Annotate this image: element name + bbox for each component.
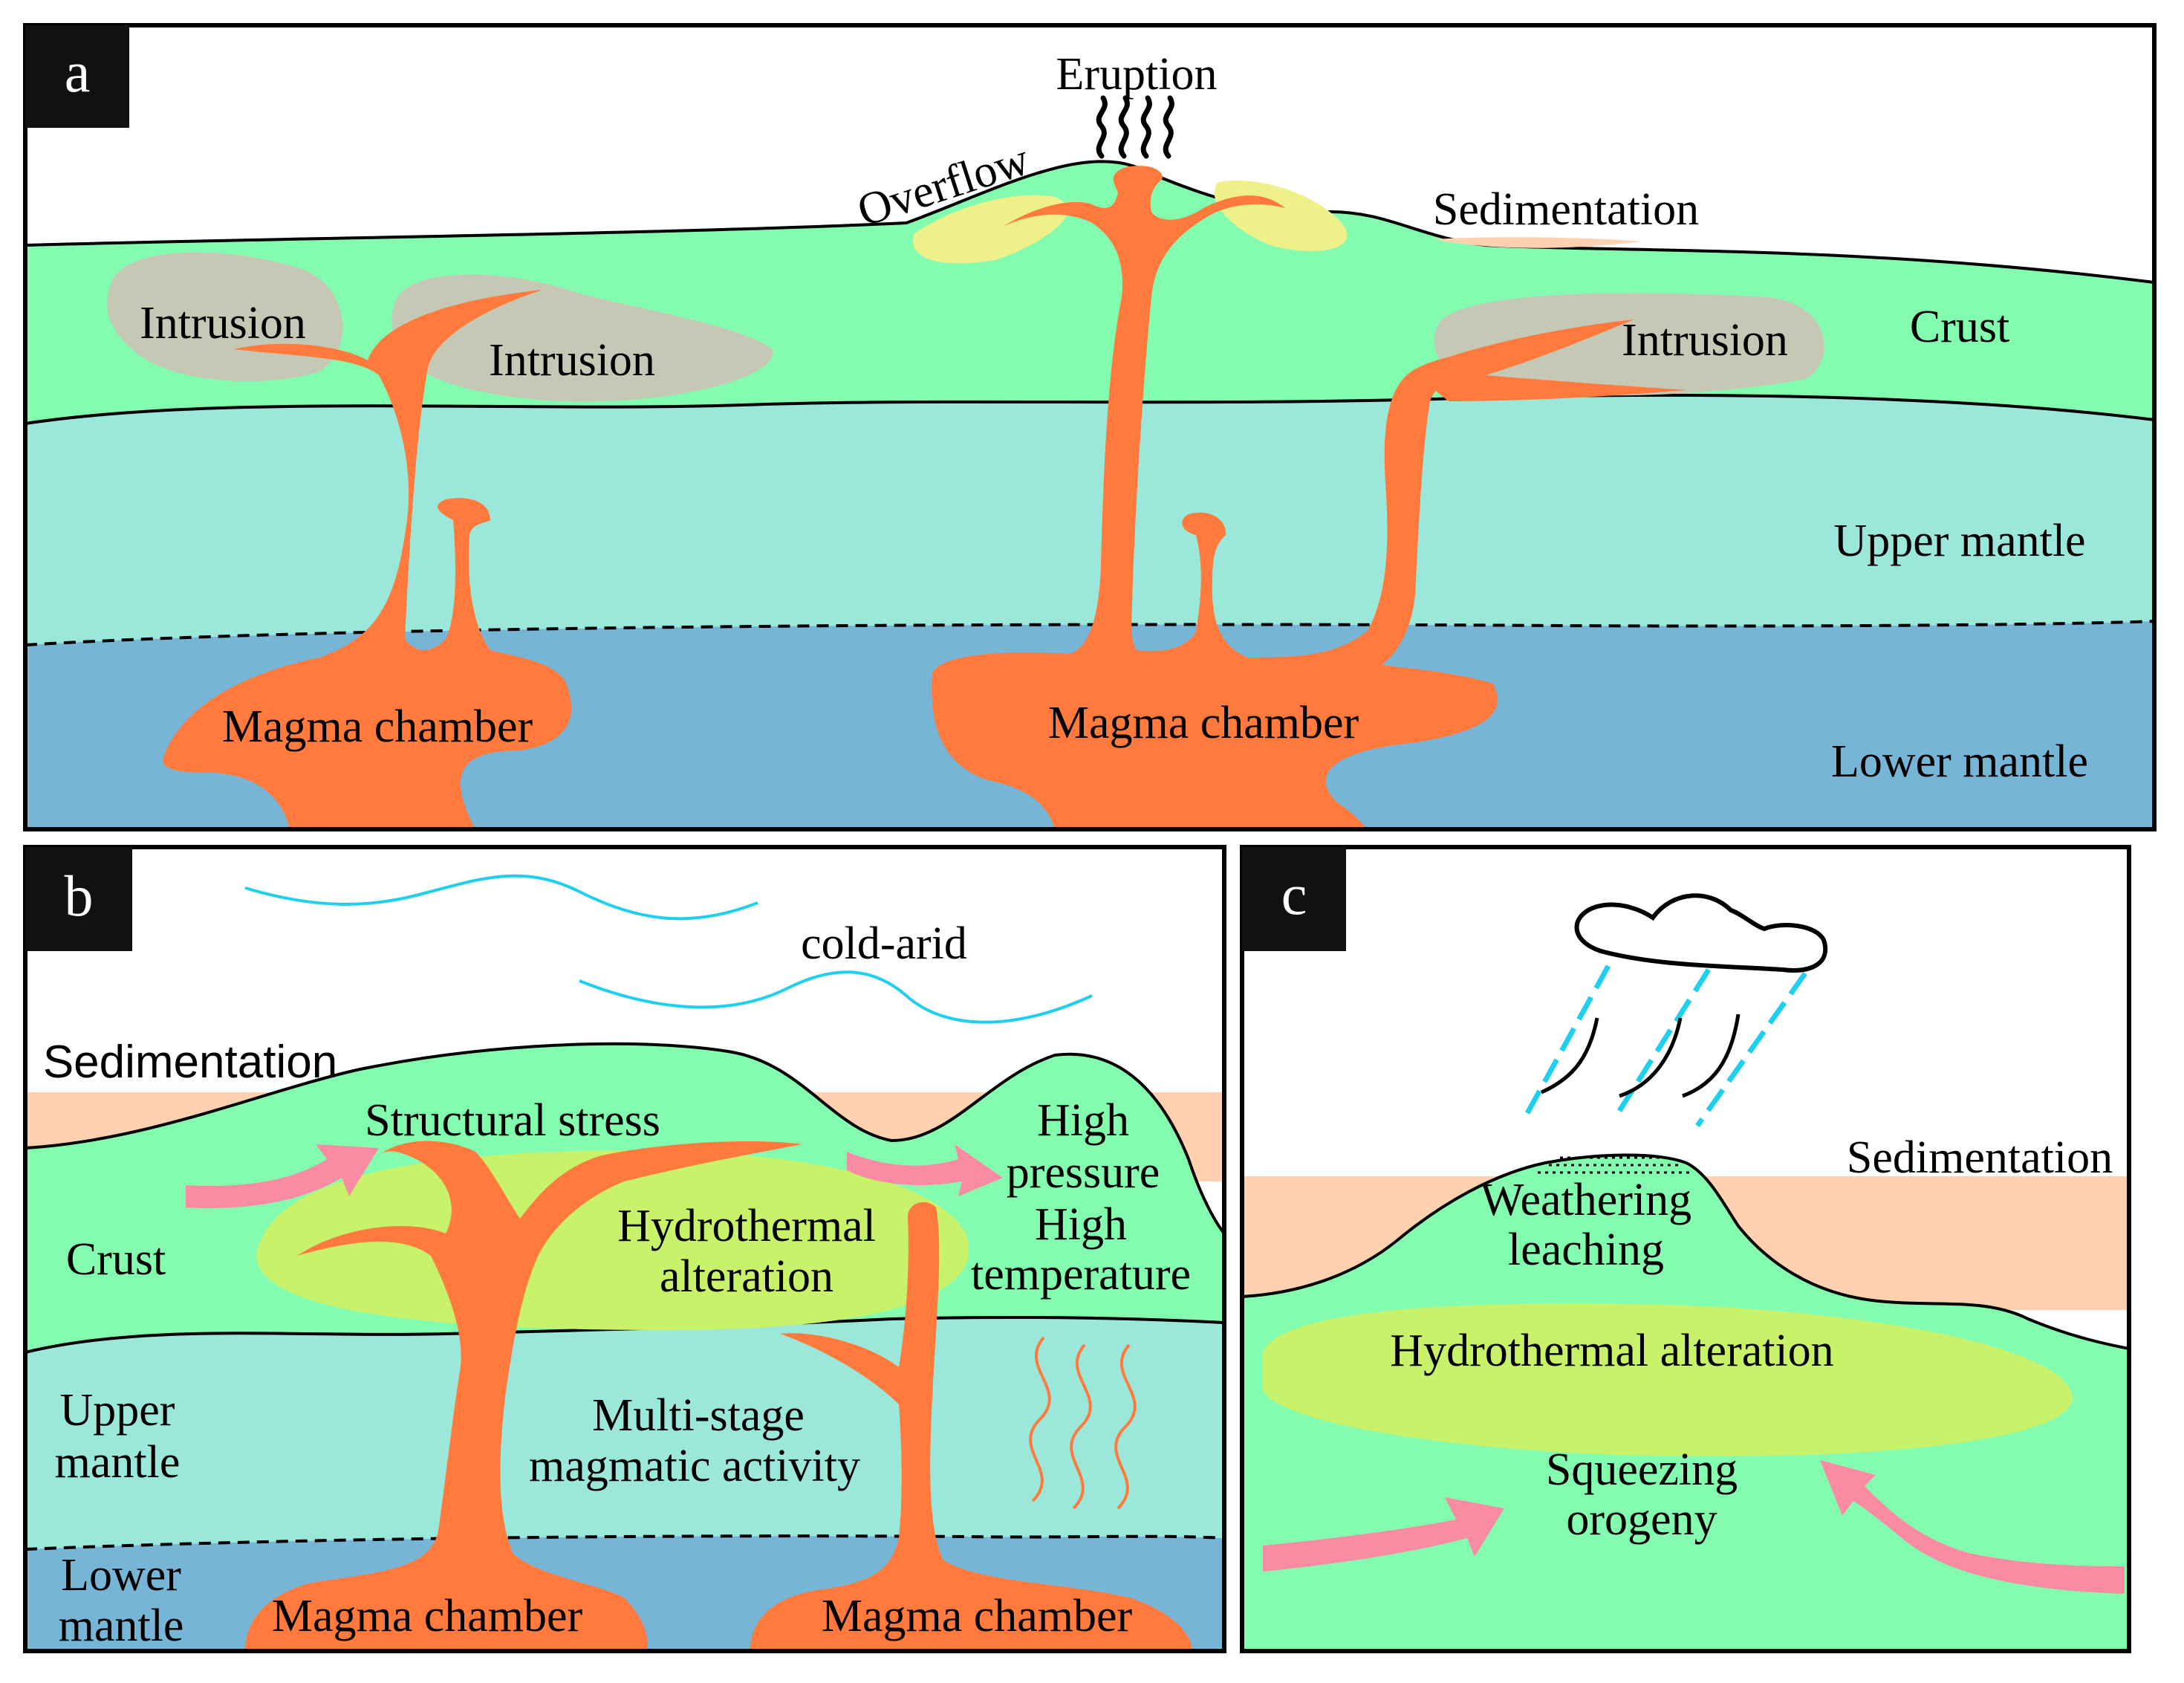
label-sedimentation-a: Sedimentation xyxy=(1433,184,1699,235)
panel-a-magma-chamber-2 xyxy=(932,166,1560,829)
label-magma-chamber-b2: Magma chamber xyxy=(822,1591,1133,1641)
panel-c-surface-line xyxy=(1242,1153,2129,1350)
panel-c: c Sedimentation Weathering leaching Hydr… xyxy=(1240,845,2131,1653)
label-sedimentation-b: Sedimentation xyxy=(43,1037,337,1088)
panel-a-magma-chamber-1 xyxy=(163,290,572,829)
label-high-temperature-1: High xyxy=(1035,1199,1127,1250)
label-weathering-2: leaching xyxy=(1508,1225,1664,1275)
panel-c-leaching-dots xyxy=(1538,1156,1690,1174)
label-high-temperature-2: temperature xyxy=(971,1249,1191,1300)
label-hydrothermal-c: Hydrothermal alteration xyxy=(1390,1326,1833,1376)
panel-c-squeeze-arrow-left xyxy=(1263,1497,1504,1572)
label-lower-mantle-b2: mantle xyxy=(59,1601,184,1651)
panel-a-overflow-left xyxy=(912,195,1068,264)
label-magma-chamber-a1: Magma chamber xyxy=(222,701,533,752)
label-upper-mantle-a: Upper mantle xyxy=(1833,516,2085,566)
label-magma-chamber-b1: Magma chamber xyxy=(272,1591,583,1641)
label-squeezing-1: Squeezing xyxy=(1546,1444,1738,1495)
label-high-pressure-1: High xyxy=(1037,1095,1129,1146)
panel-a-moho-line xyxy=(25,393,2154,425)
label-cold-arid: cold-arid xyxy=(801,918,967,969)
label-magma-chamber-a2: Magma chamber xyxy=(1048,698,1359,748)
panel-b-letter: b xyxy=(65,863,94,928)
label-squeezing-2: orogeny xyxy=(1566,1494,1717,1545)
label-intrusion-1: Intrusion xyxy=(140,298,306,348)
label-upper-mantle-b1: Upper xyxy=(60,1385,175,1436)
panel-c-frame xyxy=(1240,845,2131,1653)
panel-a-frame xyxy=(23,23,2157,831)
label-high-pressure-2: pressure xyxy=(1007,1147,1160,1198)
panel-c-hydrothermal-zone xyxy=(1263,1303,2073,1456)
panel-a-letter-box xyxy=(25,25,129,128)
panel-b: b cold-arid Sedimentation Structural str… xyxy=(23,845,1226,1653)
steam-squiggle-icon xyxy=(1096,95,1174,159)
panel-c-squeeze-arrow-right xyxy=(1820,1460,2125,1594)
rain-icon xyxy=(1524,964,1807,1128)
label-hydrothermal-b1: Hydrothermal xyxy=(617,1201,876,1251)
label-intrusion-2: Intrusion xyxy=(489,335,655,386)
panel-b-sill-1 xyxy=(446,1226,514,1330)
label-lower-mantle-a: Lower mantle xyxy=(1831,736,2088,787)
panel-a-sill-3 xyxy=(1411,320,1686,401)
label-upper-mantle-b2: mantle xyxy=(55,1437,181,1488)
panel-b-letter-box xyxy=(25,847,132,951)
label-intrusion-3: Intrusion xyxy=(1622,315,1788,366)
heat-wave-icon xyxy=(1029,1336,1137,1510)
panel-a-upper-mantle xyxy=(25,395,2154,645)
panel-a: a Eruption Overflow Sedimentation Intrus… xyxy=(23,23,2157,831)
cold-arid-wind xyxy=(244,874,1093,1024)
label-crust-a: Crust xyxy=(1910,302,2009,352)
cloud-icon xyxy=(1574,893,1828,973)
label-hydrothermal-b2: alteration xyxy=(660,1251,833,1302)
panel-a-sediment-lens xyxy=(1434,237,1642,248)
label-multistage-1: Multi-stage xyxy=(592,1390,805,1441)
panel-b-mantle-boundary xyxy=(25,1534,1224,1551)
panel-a-mantle-boundary xyxy=(25,620,2154,646)
panel-a-letter: a xyxy=(65,39,91,104)
panel-b-magma-chamber-2 xyxy=(750,1202,1192,1651)
label-crust-b: Crust xyxy=(66,1234,166,1285)
panel-b-stress-arrow-right xyxy=(847,1144,1003,1196)
label-weathering-1: Weathering xyxy=(1481,1175,1691,1225)
panel-b-surface-line xyxy=(25,1042,1224,1235)
panel-b-hydrothermal-zone xyxy=(256,1150,969,1330)
label-sedimentation-c: Sedimentation xyxy=(1847,1132,2113,1183)
panel-c-letter-box xyxy=(1242,847,1346,951)
panel-a-intrusion-3 xyxy=(1434,293,1824,396)
label-structural-stress: Structural stress xyxy=(365,1095,660,1146)
label-lower-mantle-b1: Lower xyxy=(61,1550,181,1601)
panel-a-surface-line xyxy=(25,160,2154,284)
panel-b-stress-arrow-left xyxy=(186,1144,379,1208)
label-multistage-2: magmatic activity xyxy=(529,1441,860,1491)
panel-b-magma-chamber-1 xyxy=(245,1141,802,1651)
label-eruption: Eruption xyxy=(1056,49,1218,100)
panel-b-frame xyxy=(23,845,1226,1653)
panel-c-letter: c xyxy=(1281,862,1307,927)
